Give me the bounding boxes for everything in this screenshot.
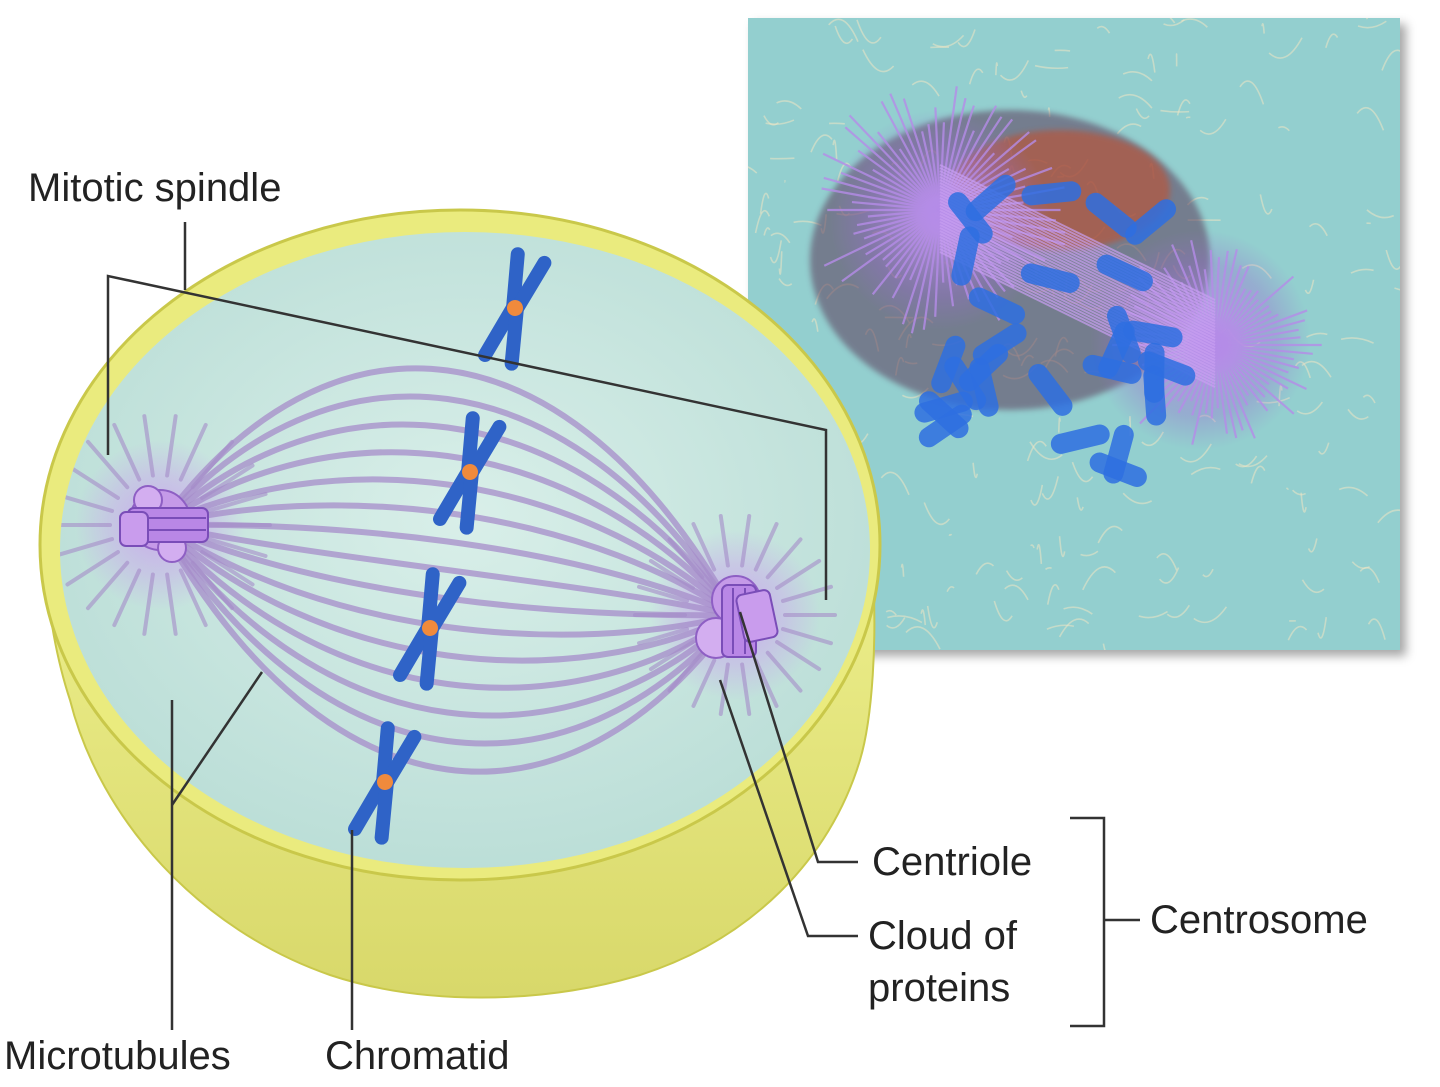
cloud-of-proteins-label-line2: proteins xyxy=(868,966,1010,1010)
centrosome-label: Centrosome xyxy=(1150,898,1368,942)
microtubules-label: Microtubules xyxy=(4,1034,231,1078)
micrograph-filament xyxy=(1186,117,1190,118)
cloud-of-proteins-label-line1: Cloud of xyxy=(868,914,1017,958)
centrosome-bracket xyxy=(1070,818,1104,1026)
micrograph-filament xyxy=(1354,11,1367,20)
micrograph-filament xyxy=(829,123,845,124)
micrograph-filament xyxy=(949,534,952,535)
chromatid-label: Chromatid xyxy=(325,1034,510,1078)
mitotic-spindle-label: Mitotic spindle xyxy=(28,166,281,210)
cell xyxy=(40,210,880,998)
micrograph-filament xyxy=(1055,50,1070,51)
centriole-label: Centriole xyxy=(872,840,1032,884)
